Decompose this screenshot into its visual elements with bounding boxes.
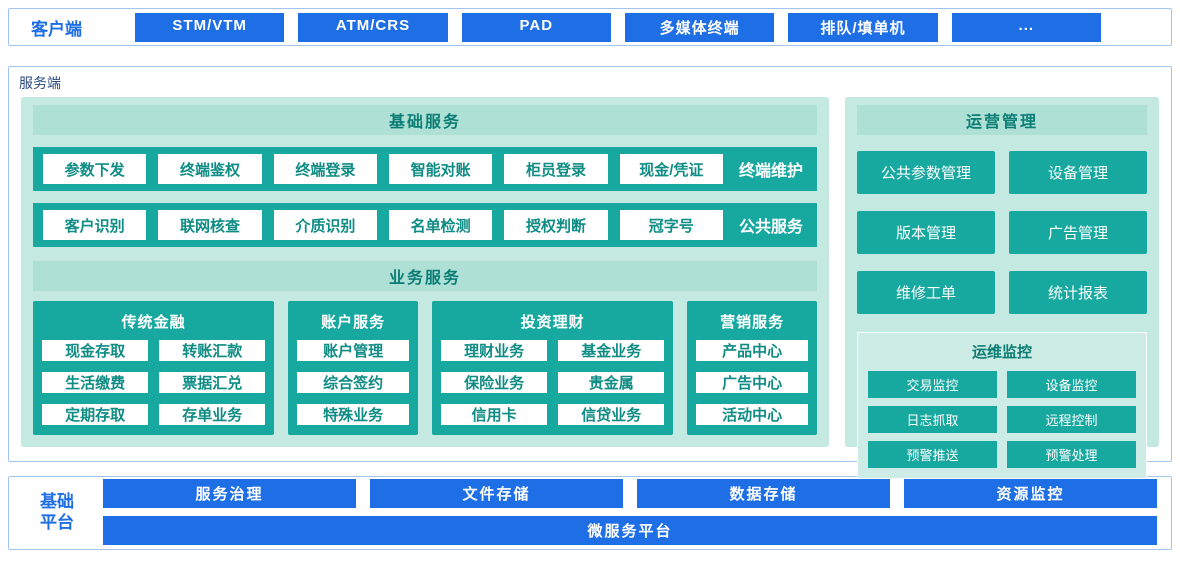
business-item: 活动中心 [696, 404, 808, 425]
server-section: 服务端 基础服务 参数下发 终端鉴权 终端登录 智能对账 柜员登录 现金/凭证 … [8, 66, 1172, 479]
basic-service-item: 智能对账 [388, 154, 493, 184]
client-item: 排队/填单机 [788, 12, 938, 42]
monitor-panel: 运维监控 交易监控 设备监控 日志抓取 远程控制 预警推送 预警处理 [857, 332, 1147, 479]
business-item: 转账汇款 [159, 340, 266, 361]
operations-grid: 公共参数管理 设备管理 版本管理 广告管理 维修工单 统计报表 [857, 151, 1147, 314]
microservice-platform-bar: 微服务平台 [103, 516, 1157, 545]
platform-label-line: 平台 [40, 513, 74, 532]
basic-service-item: 冠字号 [619, 210, 723, 240]
monitor-item: 日志抓取 [868, 406, 997, 433]
business-group-marketing: 营销服务 产品中心 广告中心 活动中心 [687, 301, 817, 435]
business-group-traditional: 传统金融 现金存取 转账汇款 生活缴费 票据汇兑 定期存取 存单业务 [33, 301, 275, 435]
server-label: 服务端 [19, 75, 61, 91]
client-item: ... [951, 12, 1101, 42]
client-button-row: STM/VTM ATM/CRS PAD 多媒体终端 排队/填单机 ... [135, 12, 1101, 42]
basic-service-item: 终端登录 [273, 154, 377, 184]
monitor-item: 设备监控 [1007, 371, 1136, 398]
monitor-title: 运维监控 [971, 344, 1032, 361]
basic-service-item: 联网核查 [158, 210, 262, 240]
operations-item: 版本管理 [857, 211, 995, 254]
platform-label-line: 基础 [40, 491, 74, 511]
basic-service-item: 客户识别 [43, 210, 147, 240]
basic-service-item: 现金/凭证 [619, 154, 723, 184]
server-body: 基础服务 参数下发 终端鉴权 终端登录 智能对账 柜员登录 现金/凭证 终端维护… [9, 95, 1171, 479]
group-title: 投资理财 [520, 314, 585, 331]
platform-section: 基础 平台 服务治理 文件存储 数据存储 资源监控 微服务平台 [8, 476, 1172, 550]
band-label: 终端维护 [738, 163, 803, 180]
business-item: 特殊业务 [297, 404, 409, 425]
basic-service-item: 柜员登录 [504, 154, 608, 184]
terminal-maintenance-band: 参数下发 终端鉴权 终端登录 智能对账 柜员登录 现金/凭证 终端维护 [33, 147, 817, 191]
platform-label: 基础 平台 [31, 491, 83, 534]
monitor-item: 远程控制 [1007, 406, 1136, 433]
public-services-band: 客户识别 联网核查 介质识别 名单检测 授权判断 冠字号 公共服务 [33, 203, 817, 247]
basic-service-item: 介质识别 [273, 210, 377, 240]
basic-services-title: 基础服务 [33, 105, 817, 135]
business-item: 现金存取 [42, 340, 149, 361]
basic-service-item: 名单检测 [388, 210, 493, 240]
basic-service-item: 参数下发 [43, 154, 147, 184]
band-label: 公共服务 [738, 219, 803, 236]
platform-item: 数据存储 [637, 479, 890, 508]
business-group-account: 账户服务 账户管理 综合签约 特殊业务 [288, 301, 418, 435]
business-item: 定期存取 [42, 404, 149, 425]
business-item: 理财业务 [441, 340, 548, 361]
business-item: 信用卡 [441, 404, 548, 425]
monitor-item: 预警推送 [868, 441, 997, 468]
business-group-investment: 投资理财 理财业务 基金业务 保险业务 贵金属 信用卡 信贷业务 [432, 301, 674, 435]
operations-item: 设备管理 [1009, 151, 1147, 194]
basic-services-panel: 基础服务 参数下发 终端鉴权 终端登录 智能对账 柜员登录 现金/凭证 终端维护… [21, 97, 829, 447]
platform-body: 服务治理 文件存储 数据存储 资源监控 微服务平台 [103, 479, 1157, 545]
business-item: 账户管理 [297, 340, 409, 361]
operations-item: 维修工单 [857, 271, 995, 314]
client-section: 客户端 STM/VTM ATM/CRS PAD 多媒体终端 排队/填单机 ... [8, 8, 1172, 46]
operations-item: 广告管理 [1009, 211, 1147, 254]
business-item: 综合签约 [297, 372, 409, 393]
client-item: STM/VTM [135, 12, 285, 42]
business-groups: 传统金融 现金存取 转账汇款 生活缴费 票据汇兑 定期存取 存单业务 账户服务 … [33, 301, 817, 435]
operations-panel: 运营管理 公共参数管理 设备管理 版本管理 广告管理 维修工单 统计报表 运维监… [845, 97, 1159, 479]
operations-item: 统计报表 [1009, 271, 1147, 314]
monitor-item: 交易监控 [868, 371, 997, 398]
basic-service-item: 授权判断 [504, 210, 608, 240]
business-item: 存单业务 [159, 404, 266, 425]
group-title: 营销服务 [720, 314, 785, 331]
group-title: 账户服务 [321, 314, 386, 331]
operations-title: 运营管理 [857, 105, 1147, 135]
business-item: 产品中心 [696, 340, 808, 361]
business-item: 信贷业务 [558, 404, 665, 425]
business-item: 贵金属 [558, 372, 665, 393]
client-item: ATM/CRS [298, 12, 448, 42]
operations-item: 公共参数管理 [857, 151, 995, 194]
business-item: 保险业务 [441, 372, 548, 393]
client-label: 客户端 [31, 19, 82, 39]
client-item: 多媒体终端 [624, 12, 775, 42]
basic-service-item: 终端鉴权 [158, 154, 262, 184]
platform-item: 资源监控 [904, 479, 1157, 508]
business-item: 广告中心 [696, 372, 808, 393]
business-item: 票据汇兑 [159, 372, 266, 393]
business-item: 基金业务 [558, 340, 665, 361]
client-item: PAD [461, 12, 611, 42]
platform-item: 文件存储 [370, 479, 623, 508]
business-item: 生活缴费 [42, 372, 149, 393]
platform-item: 服务治理 [103, 479, 356, 508]
monitor-item: 预警处理 [1007, 441, 1136, 468]
group-title: 传统金融 [121, 314, 186, 331]
business-services-title: 业务服务 [33, 261, 817, 291]
